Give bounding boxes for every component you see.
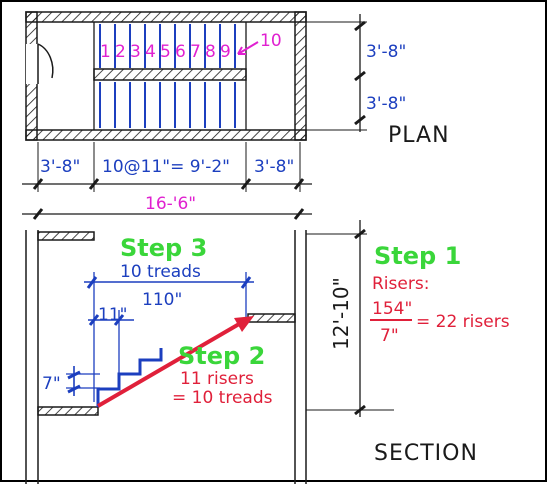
tread-number: 5: [160, 42, 171, 62]
plan-wall-top: [25, 11, 307, 23]
step1-risers-label: Risers:: [372, 274, 429, 294]
treads-upper: [99, 24, 236, 68]
tread-number: 2: [115, 42, 126, 62]
door-swing: [37, 43, 54, 84]
step3-run: 110": [142, 290, 182, 310]
section-height-label: 12'-10": [329, 277, 353, 350]
tread-number: 9: [220, 42, 231, 62]
tread-numbers: 1 2 3 4 5 6 7 8 9 10: [100, 31, 282, 62]
step1-numerator: 154": [372, 299, 412, 319]
plan-wall-bottom: [25, 129, 307, 141]
slope-arrow: [96, 318, 248, 408]
tread-number: 3: [130, 42, 141, 62]
step3-treads: 10 treads: [120, 262, 201, 282]
tread-number: 8: [205, 42, 216, 62]
stair-profile: [96, 348, 163, 407]
tread-number: 6: [175, 42, 186, 62]
tread-number-ten: 10: [260, 31, 282, 51]
step3-tread-depth: 11": [98, 305, 127, 325]
step3-riser-height: 7": [42, 374, 61, 394]
plan-dim-right-bottom: 3'-8": [366, 94, 406, 114]
step2-heading: Step 2: [178, 342, 265, 370]
plan-dim-overall: 16-'6": [145, 194, 196, 214]
plan-dim-right-top: 3'-8": [366, 42, 406, 62]
plan-dim-bottom-run: 10@11"= 9'-2": [102, 157, 230, 177]
plan-title: PLAN: [388, 123, 450, 148]
tread-number: 4: [145, 42, 156, 62]
step2-line2: = 10 treads: [172, 388, 273, 408]
step1-denominator: 7": [380, 326, 399, 346]
section-title: SECTION: [374, 441, 478, 466]
plan-dim-bottom-landing-right: 3'-8": [254, 157, 294, 177]
step1-heading: Step 1: [374, 242, 461, 270]
plan-dim-bottom-landing-left: 3'-8": [40, 157, 80, 177]
section-view: 12'-10" Step 3 10 treads 110" 11" 7": [25, 220, 510, 484]
step1-result: = 22 risers: [416, 312, 510, 332]
plan-dim-ticks-right: [354, 20, 366, 126]
tread-number: 1: [100, 42, 111, 62]
tread-ten-arrow: [237, 41, 259, 55]
upper-landing-slab: [247, 313, 296, 323]
upper-slab-left: [37, 231, 95, 241]
plan-wall-right: [294, 11, 307, 141]
tread-number: 7: [190, 42, 201, 62]
treads-lower: [99, 82, 236, 128]
step2-line1: 11 risers: [180, 369, 254, 389]
lower-slab: [37, 406, 99, 416]
plan-view: 1 2 3 4 5 6 7 8 9 10 3'-8" 3'-8" PLAN: [22, 11, 450, 220]
plan-center-wall: [93, 68, 247, 81]
door-opening: [26, 44, 38, 84]
step3-heading: Step 3: [120, 234, 207, 262]
